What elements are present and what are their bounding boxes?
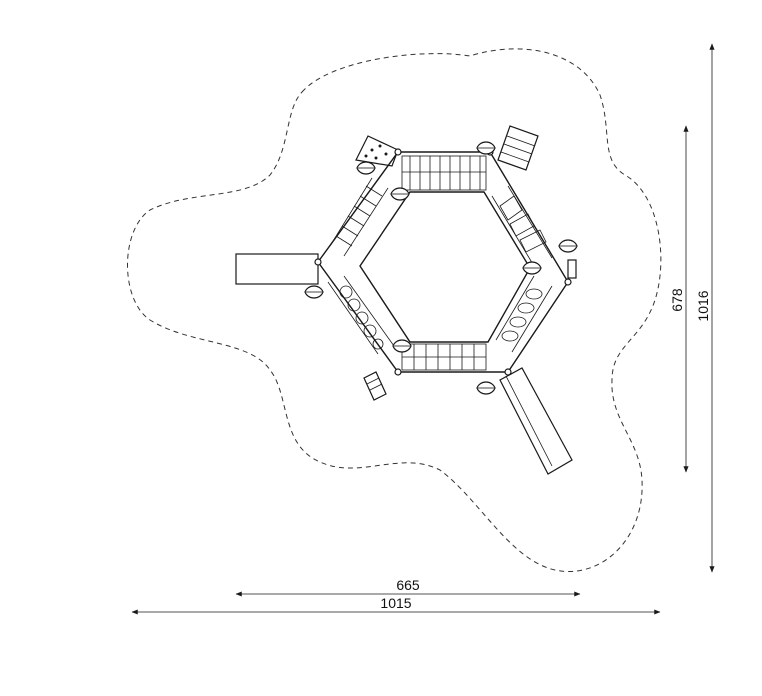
lower-left-ladder <box>363 371 387 401</box>
upper-right-stairs <box>497 125 539 171</box>
post <box>314 258 322 266</box>
lower-right-steps-segment <box>495 275 553 353</box>
dimension-label-outer-height: 1016 <box>695 290 711 321</box>
lower-right-slide <box>499 367 573 475</box>
leaf-icon <box>522 261 542 275</box>
side-panel-box <box>567 259 577 279</box>
post <box>394 148 402 156</box>
dimension-label-outer-width: 1015 <box>380 595 411 611</box>
bottom-bridge-segment <box>401 343 487 371</box>
post <box>394 368 402 376</box>
leaf-icon <box>476 381 496 395</box>
upper-left-ladder-segment <box>329 177 389 257</box>
dimension-label-inner-width: 665 <box>396 577 420 593</box>
leaf-icon <box>390 187 410 201</box>
post <box>504 368 512 376</box>
leaf-icon <box>476 141 496 155</box>
dimension-inner-height: 678 <box>669 125 689 473</box>
leaf-icon <box>392 339 412 353</box>
dimension-outer-height: 1016 <box>695 43 715 573</box>
leaf-ornaments <box>304 141 578 395</box>
top-bridge-segment <box>401 155 487 191</box>
leaf-icon <box>558 239 578 253</box>
post <box>564 278 572 286</box>
dimension-inner-width: 665 <box>235 577 581 597</box>
upper-right-plank-segment <box>491 185 553 267</box>
safety-zone-outline <box>127 48 662 572</box>
dimension-outer-width: 1015 <box>131 595 661 615</box>
left-slide <box>235 253 319 285</box>
hexagon-structure <box>314 148 572 376</box>
lower-left-net-segment <box>327 275 395 355</box>
leaf-icon <box>356 161 376 175</box>
leaf-icon <box>304 285 324 299</box>
dimension-label-inner-height: 678 <box>669 288 685 312</box>
